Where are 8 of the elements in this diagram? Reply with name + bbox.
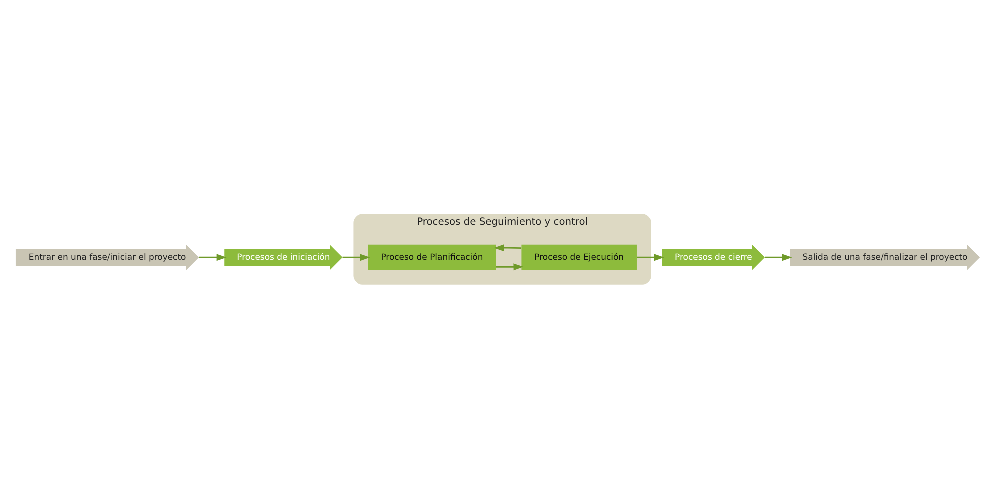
node-box: Proceso de Ejecución	[521, 244, 636, 270]
arrow	[496, 264, 524, 271]
node-box: Proceso de Planificación	[368, 244, 496, 270]
arrow	[636, 254, 664, 262]
arrow	[342, 254, 370, 262]
arrow	[764, 254, 792, 262]
arrow	[494, 244, 522, 252]
arrow	[198, 254, 226, 262]
